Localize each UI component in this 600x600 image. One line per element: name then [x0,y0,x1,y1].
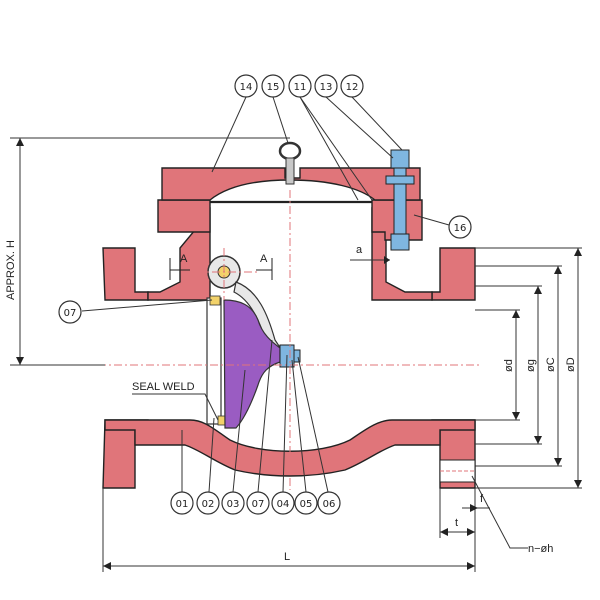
bolt-hole [439,459,476,483]
center-lines [98,190,480,490]
holes-leader [471,475,528,549]
callout-06: 06 [317,491,341,515]
height-label: APPROX. H [5,240,17,300]
stud-bolt-12 [385,149,415,251]
gap-arrow [384,256,390,264]
svg-text:15: 15 [267,82,280,93]
flange-thickness-dims [439,488,490,538]
dia-d-label: ød [503,359,515,372]
diameter-dimensions [475,247,582,489]
callout-03: 03 [221,491,245,515]
flange-t-label: t [455,517,458,529]
callout-01: 01 [170,491,194,515]
callout-02: 02 [196,491,220,515]
callout-13: 13 [314,74,338,98]
section-a-right: A [260,253,268,265]
seat-ring-02 [206,297,222,425]
svg-text:02: 02 [202,499,215,510]
callout-07-left: 07 [58,300,82,324]
section-a-left: A [180,253,188,265]
body-bonnet-flange [157,199,211,233]
dia-C-label: øC [545,357,557,372]
callout-16: 16 [448,215,472,239]
callout-15: 15 [261,74,285,98]
svg-text:13: 13 [320,82,333,93]
callout-leaders [81,96,450,493]
svg-text:11: 11 [294,82,307,93]
svg-text:03: 03 [227,499,240,510]
length-dimension [102,488,476,572]
callout-07-bottom: 07 [246,491,270,515]
svg-text:01: 01 [176,499,189,510]
right-flange [431,247,476,301]
svg-text:05: 05 [300,499,313,510]
svg-text:06: 06 [323,499,336,510]
svg-text:12: 12 [346,82,359,93]
length-label: L [284,551,290,563]
holes-label: n−øh [528,543,553,555]
svg-text:07: 07 [252,499,265,510]
left-flange [102,247,149,301]
svg-text:16: 16 [454,223,467,234]
svg-text:07: 07 [64,308,77,319]
svg-text:14: 14 [240,82,253,93]
callout-12: 12 [340,74,364,98]
eyebolt-15 [278,141,302,185]
dia-D-label: øD [565,357,577,372]
gap-label: a [356,244,363,256]
section-marks [169,258,273,280]
callout-05: 05 [294,491,318,515]
flange-f-label: f [480,493,484,505]
callout-04: 04 [271,491,295,515]
callout-14: 14 [234,74,258,98]
svg-text:04: 04 [277,499,290,510]
dia-g-label: øg [525,359,537,372]
seal-weld-label: SEAL WELD [132,381,195,393]
callout-11: 11 [288,74,312,98]
height-dimension [10,137,290,366]
lower-body [104,419,476,477]
seal-weld-leader [132,393,219,421]
